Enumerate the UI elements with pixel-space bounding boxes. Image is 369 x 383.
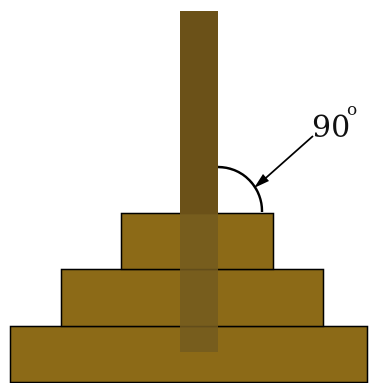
pole: [180, 11, 218, 214]
angle-unit: o: [347, 100, 357, 120]
angle-arrow-line: [258, 135, 314, 185]
angle-arrow-head: [254, 174, 269, 188]
pole-overlap: [180, 214, 218, 352]
right-angle-arc: [217, 165, 264, 213]
angle-value: 90: [312, 110, 350, 145]
angle-label: 90: [312, 110, 350, 145]
